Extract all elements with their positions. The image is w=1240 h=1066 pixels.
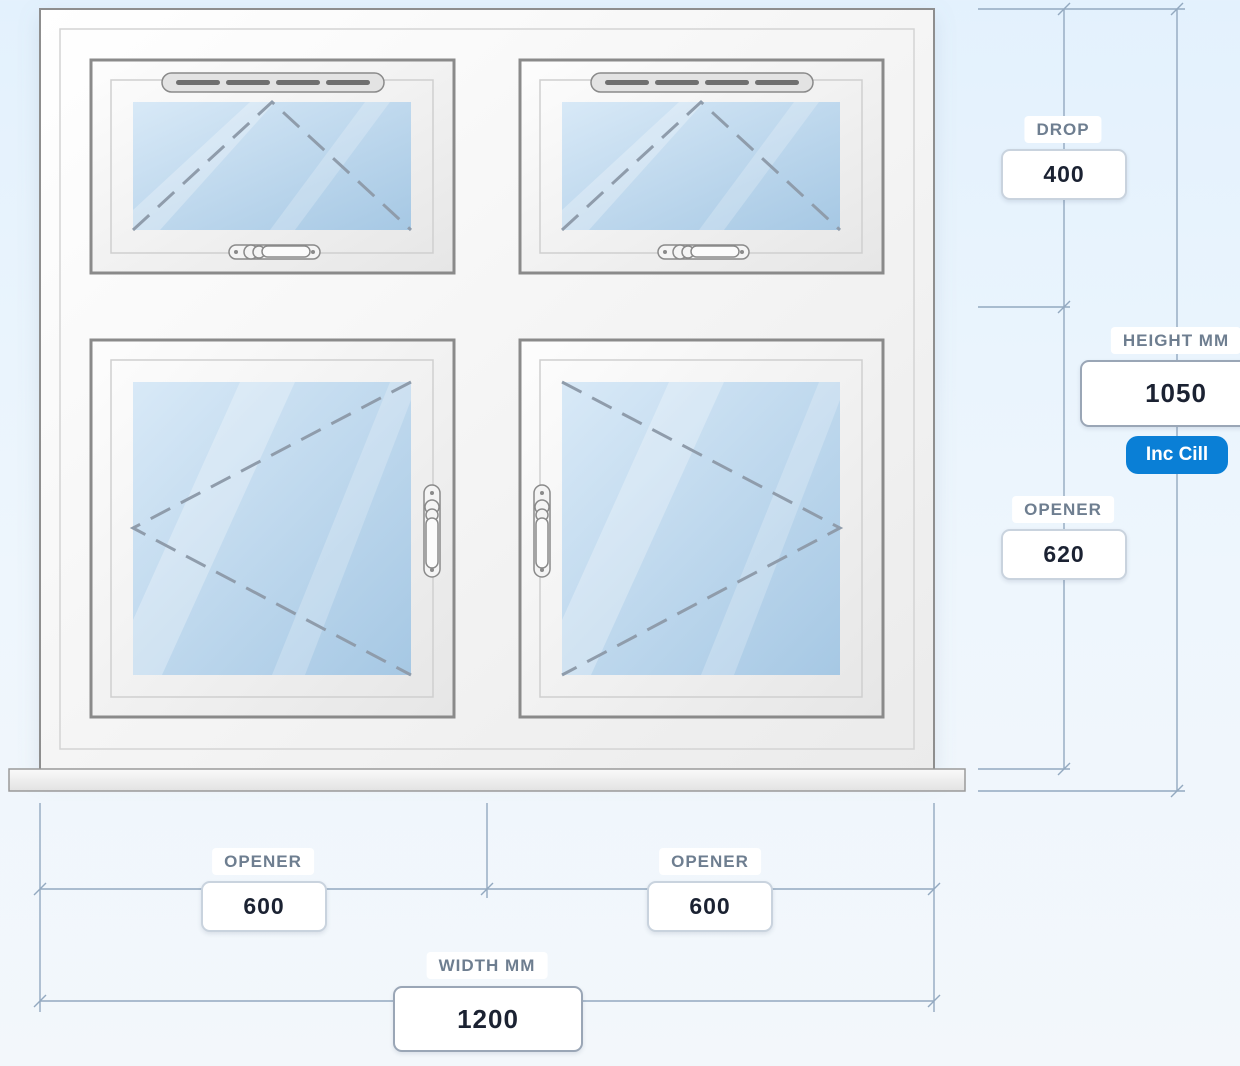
glass-pane [562, 102, 840, 230]
drop-input[interactable] [1001, 149, 1127, 200]
opener-left-label: OPENER [212, 848, 314, 875]
glass-pane [133, 102, 411, 230]
window-cill [8, 768, 966, 792]
window-handle-icon [657, 244, 750, 260]
drop-label: DROP [1024, 116, 1102, 143]
window-handle-icon [423, 484, 441, 578]
inc-cill-toggle[interactable]: Inc Cill [1126, 436, 1228, 474]
fanlight-top-left [89, 58, 456, 275]
casement-bottom-right [518, 338, 885, 719]
window-handle-icon [228, 244, 321, 260]
fanlight-top-right [518, 58, 885, 275]
frame-inner-line [59, 28, 915, 750]
glass-pane [562, 382, 840, 675]
trickle-vent-icon [590, 72, 814, 93]
trickle-vent-icon [161, 72, 385, 93]
casement-bottom-left [89, 338, 456, 719]
side-opener-label: OPENER [1012, 496, 1114, 523]
side-opener-input[interactable] [1001, 529, 1127, 580]
opener-right-input[interactable] [647, 881, 773, 932]
opener-left-input[interactable] [201, 881, 327, 932]
width-input[interactable] [393, 986, 583, 1052]
width-label: WIDTH MM [426, 952, 548, 979]
height-label: HEIGHT MM [1110, 327, 1240, 354]
glass-pane [133, 382, 411, 675]
window-handle-icon [533, 484, 551, 578]
opener-right-label: OPENER [659, 848, 761, 875]
height-input[interactable] [1080, 360, 1240, 427]
